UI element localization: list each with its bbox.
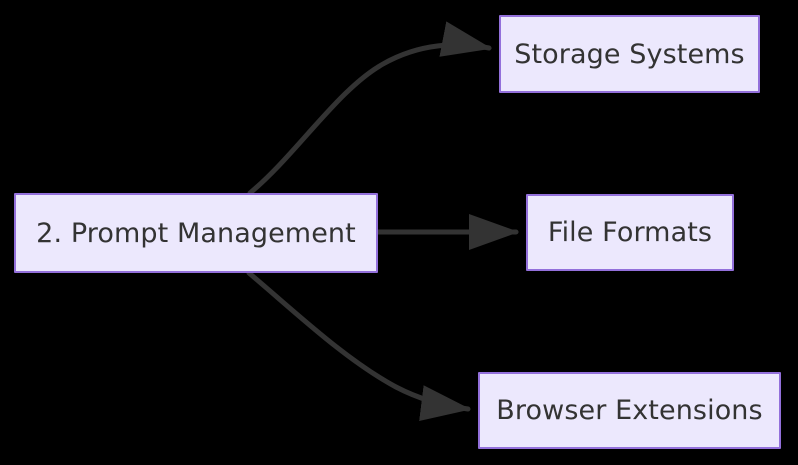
node-label-file-formats: File Formats xyxy=(547,217,713,248)
node-browser-extensions[interactable]: Browser Extensions xyxy=(478,372,781,449)
node-label-browser-extensions: Browser Extensions xyxy=(496,395,763,426)
edge-prompt-to-storage xyxy=(247,21,492,196)
edge-prompt-to-browser xyxy=(246,270,471,422)
node-prompt-management[interactable]: 2. Prompt Management xyxy=(14,193,378,273)
node-file-formats[interactable]: File Formats xyxy=(526,194,734,271)
node-storage-systems[interactable]: Storage Systems xyxy=(499,15,760,93)
node-label-storage-systems: Storage Systems xyxy=(514,38,745,70)
node-label-prompt-management: 2. Prompt Management xyxy=(36,217,356,249)
